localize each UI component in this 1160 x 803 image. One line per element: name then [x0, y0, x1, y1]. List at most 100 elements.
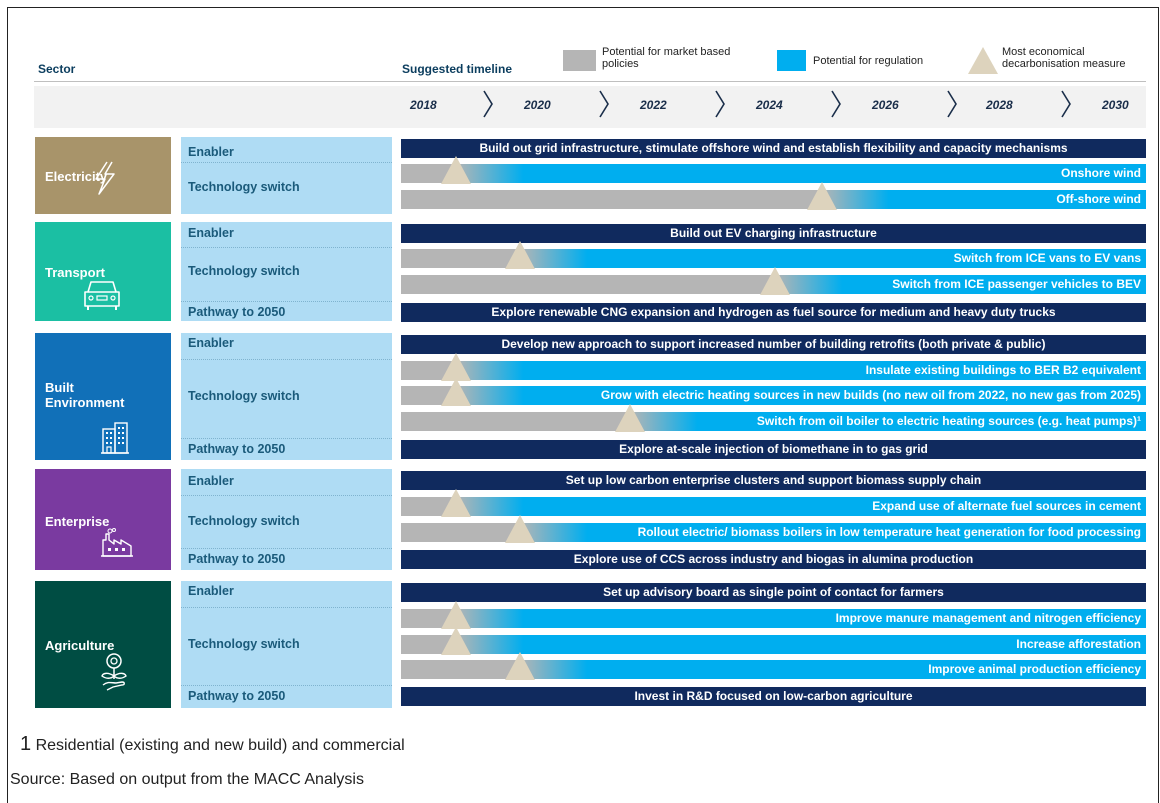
technology-switch-bar: Switch from oil boiler to electric heati…	[401, 412, 1146, 431]
timeline-chevron-icon	[947, 90, 957, 118]
legend-regulation-swatch	[777, 50, 806, 71]
bar-label: Set up low carbon enterprise clusters an…	[565, 473, 982, 487]
category-label: Enabler	[188, 145, 234, 159]
economical-marker-icon	[505, 241, 535, 269]
category-panel	[181, 137, 392, 214]
header-divider	[34, 81, 1146, 82]
sector-name-line: Built	[45, 380, 74, 395]
bar-label: Off-shore wind	[1056, 192, 1141, 206]
category-separator	[181, 548, 392, 549]
category-separator	[181, 162, 392, 163]
economical-marker-icon	[505, 652, 535, 680]
sector-name-line: Transport	[45, 265, 105, 280]
economical-marker-icon	[441, 627, 472, 655]
economical-marker-icon	[441, 489, 472, 517]
year-label-2030: 2030	[1102, 98, 1129, 112]
category-label: Enabler	[188, 474, 234, 488]
legend-market-label: Potential for market based policies	[602, 46, 731, 70]
category-label: Pathway to 2050	[188, 305, 286, 319]
economical-marker-icon	[505, 515, 535, 543]
category-label: Technology switch	[188, 514, 300, 528]
figure-frame	[7, 7, 1159, 803]
enabler-bar: Develop new approach to support increase…	[401, 335, 1146, 354]
bar-label: Improve animal production efficiency	[928, 662, 1141, 676]
economical-marker-icon	[615, 404, 646, 432]
sector-name-line: Environment	[45, 395, 125, 410]
sector-name: Electricity	[45, 169, 107, 184]
timeline-header: Suggested timeline	[402, 62, 513, 76]
economical-marker-icon	[806, 182, 837, 210]
timeline-chevron-icon	[483, 90, 493, 118]
sector-box-transport: Transport	[35, 222, 171, 321]
footnote-number: 1	[20, 733, 32, 755]
enabler-bar: Explore use of CCS across industry and b…	[401, 550, 1146, 569]
technology-switch-bar: Improve manure management and nitrogen e…	[401, 609, 1146, 628]
technology-switch-bar: Grow with electric heating sources in ne…	[401, 386, 1146, 405]
technology-switch-bar: Improve animal production efficiency	[401, 660, 1146, 679]
technology-switch-bar: Onshore wind	[401, 164, 1146, 183]
year-label-2026: 2026	[872, 98, 899, 112]
sector-name: Enterprise	[45, 514, 109, 529]
bar-label: Explore at-scale injection of biomethane…	[619, 442, 928, 456]
category-panel	[181, 222, 392, 321]
bar-label: Build out grid infrastructure, stimulate…	[479, 141, 1068, 155]
economical-marker-icon	[760, 267, 791, 295]
legend-economical-label: Most economical decarbonisation measure	[1002, 46, 1126, 70]
category-separator	[181, 495, 392, 496]
sector-name-line: Agriculture	[45, 638, 115, 653]
category-label: Pathway to 2050	[188, 552, 286, 566]
bar-label: Onshore wind	[1060, 166, 1141, 180]
technology-switch-bar: Rollout electric/ biomass boilers in low…	[401, 523, 1146, 542]
bar-label: Develop new approach to support increase…	[501, 337, 1046, 351]
category-label: Technology switch	[188, 637, 300, 651]
bar-label: Explore renewable CNG expansion and hydr…	[491, 305, 1056, 319]
category-separator	[181, 359, 392, 360]
category-label: Pathway to 2050	[188, 689, 286, 703]
bar-label: Rollout electric/ biomass boilers in low…	[637, 525, 1141, 539]
economical-marker-icon	[441, 378, 472, 406]
bar-label: Switch from ICE vans to EV vans	[953, 251, 1141, 265]
bar-label: Invest in R&D focused on low-carbon agri…	[634, 689, 913, 703]
bar-label: Switch from oil boiler to electric heati…	[756, 414, 1141, 428]
category-label: Technology switch	[188, 180, 300, 194]
category-label: Pathway to 2050	[188, 442, 286, 456]
sector-name-line: Enterprise	[45, 514, 110, 529]
legend-market-swatch	[563, 50, 596, 71]
sector-name: Transport	[45, 265, 105, 280]
enabler-bar: Set up advisory board as single point of…	[401, 583, 1146, 602]
category-panel	[181, 469, 392, 570]
year-label-2022: 2022	[640, 98, 667, 112]
economical-marker-icon	[441, 353, 472, 381]
category-label: Technology switch	[188, 264, 300, 278]
category-label: Enabler	[188, 584, 234, 598]
bar-label: Explore use of CCS across industry and b…	[573, 552, 974, 566]
category-label: Enabler	[188, 226, 234, 240]
footnote: 1 Residential (existing and new build) a…	[20, 733, 405, 756]
category-separator	[181, 247, 392, 248]
category-separator	[181, 607, 392, 608]
bar-label: Increase afforestation	[1016, 637, 1141, 651]
timeline-chevron-icon	[1061, 90, 1071, 118]
legend-regulation-label: Potential for regulation	[813, 55, 924, 67]
category-label: Enabler	[188, 336, 234, 350]
sector-name-line: Electricity	[45, 169, 108, 184]
year-label-2024: 2024	[756, 98, 783, 112]
sector-header: Sector	[38, 62, 76, 76]
technology-switch-bar: Increase afforestation	[401, 635, 1146, 654]
category-panel	[181, 581, 392, 708]
sector-box-enterprise: Enterprise	[35, 469, 171, 570]
technology-switch-bar: Off-shore wind	[401, 190, 1146, 209]
sector-name: Agriculture	[45, 638, 114, 653]
sector-box-agriculture: Agriculture	[35, 581, 171, 708]
bar-label: Grow with electric heating sources in ne…	[600, 388, 1141, 402]
category-separator	[181, 438, 392, 439]
sector-box-electricity: Electricity	[35, 137, 171, 214]
legend-economical-triangle-icon	[968, 47, 998, 74]
technology-switch-bar: Expand use of alternate fuel sources in …	[401, 497, 1146, 516]
category-label: Technology switch	[188, 389, 300, 403]
enabler-bar: Build out EV charging infrastructure	[401, 224, 1146, 243]
bar-label: Expand use of alternate fuel sources in …	[872, 499, 1141, 513]
bar-label: Improve manure management and nitrogen e…	[835, 611, 1141, 625]
bar-label: Set up advisory board as single point of…	[603, 585, 944, 599]
